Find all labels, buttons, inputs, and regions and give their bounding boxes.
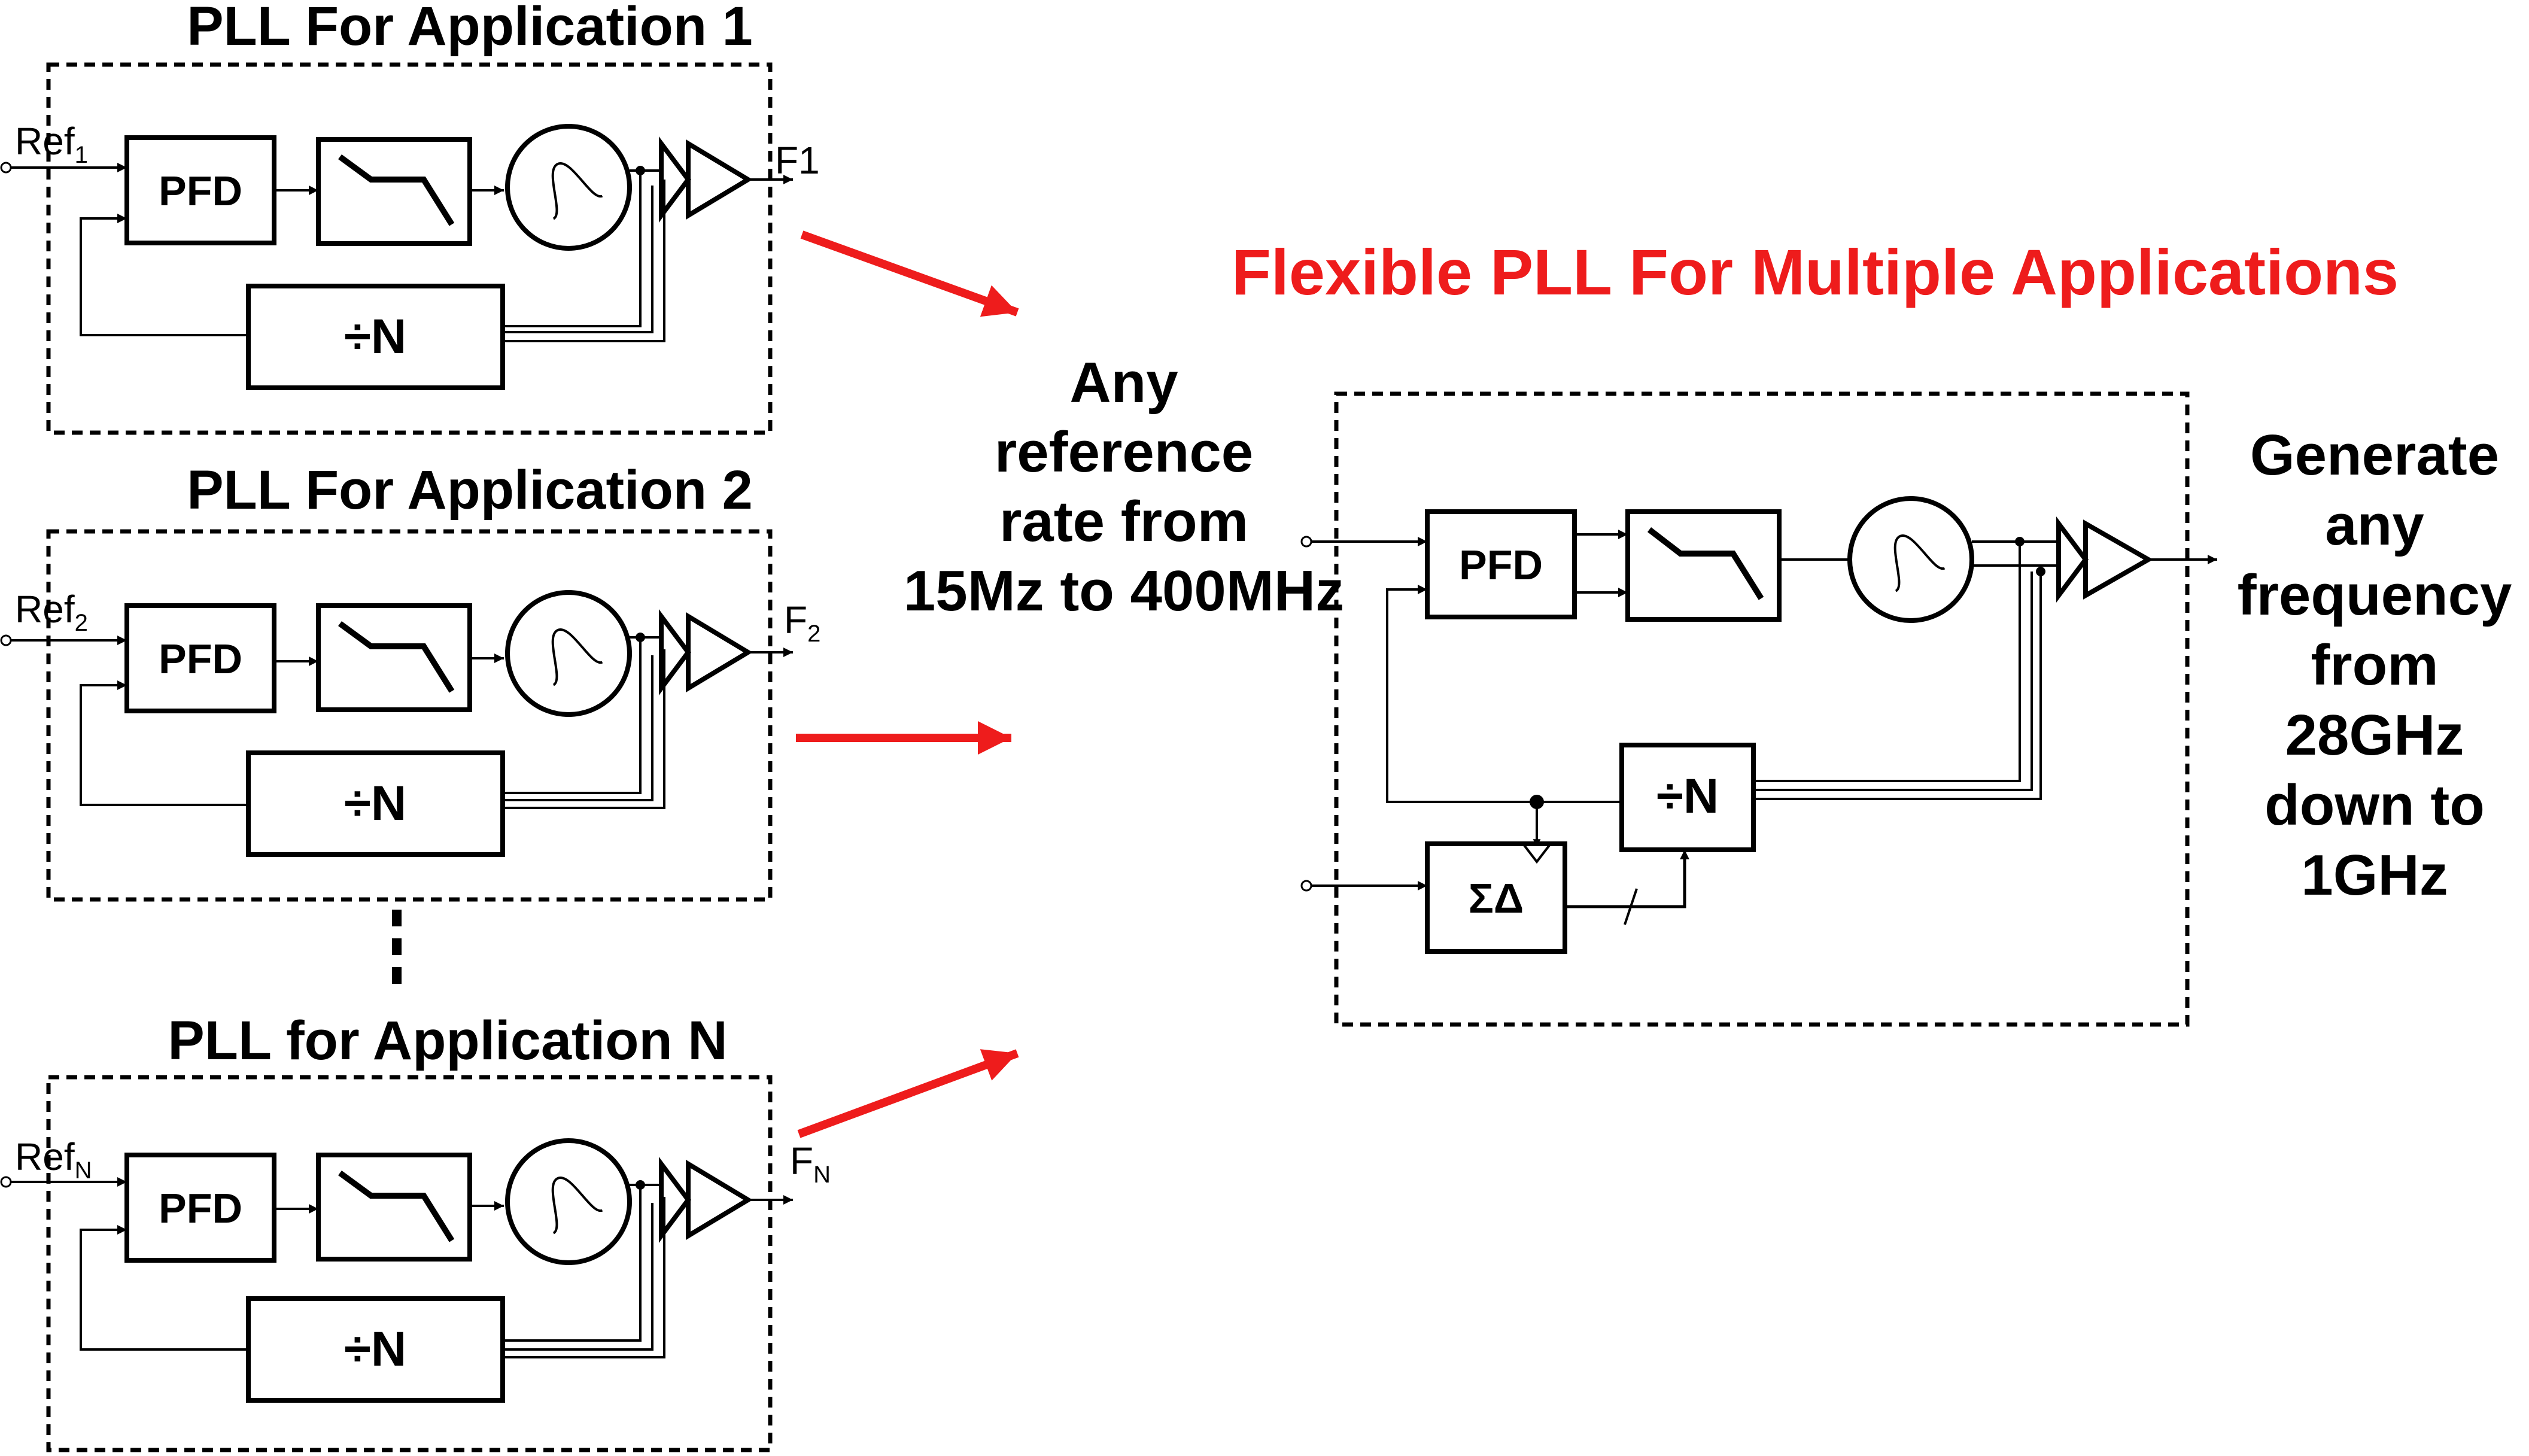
pll-n-divider-label: ÷N (344, 1322, 406, 1376)
loop-filter-icon (316, 137, 472, 246)
pll-n-ref-terminal (0, 1176, 12, 1188)
pll-2-title: PLL For Application 2 (187, 460, 753, 521)
pll-1-pfd-label: PFD (159, 168, 242, 214)
pll-1-title: PLL For Application 1 (187, 0, 753, 57)
bus-slash (1624, 888, 1638, 925)
vco-icon (505, 1138, 632, 1265)
input-description: Any reference rate from 15Mz to 400MHz (904, 351, 1344, 623)
output-description: Generate any frequency from 28GHz down t… (2238, 423, 2512, 907)
pll-1-ref-label: Ref1 (15, 120, 88, 168)
pll-n-ref-label: RefN (15, 1135, 92, 1184)
svg-text:28GHz: 28GHz (2285, 703, 2464, 767)
pll-2-ref-label: Ref2 (15, 588, 88, 636)
flexible-pll-boundary (1334, 391, 2190, 1027)
pll-1-out-label: F1 (775, 139, 820, 182)
buffer-amplifier-icon (659, 609, 753, 695)
flexible-pfd-label: PFD (1459, 542, 1543, 588)
pll-1-ref-terminal (0, 162, 12, 174)
pll-1-divider-block (246, 284, 505, 390)
pll-application-2: PLL For Application 2 Ref2 PFD F2 ÷N (0, 460, 820, 902)
flexible-ref-terminal (1300, 536, 1312, 548)
flexible-pll: Flexible PLL For Multiple Applications A… (904, 236, 2512, 1027)
buffer-amplifier-icon (659, 1157, 753, 1243)
flexible-sigma-delta-label: ΣΔ (1469, 875, 1524, 922)
pll-2-divider-label: ÷N (344, 776, 406, 831)
flexible-divider-block (1619, 743, 1756, 852)
svg-text:down to: down to (2264, 773, 2485, 837)
vco-icon (1847, 496, 1974, 623)
pll-2-out-label: F2 (784, 598, 820, 647)
pll-n-divider-block (246, 1296, 505, 1403)
pll-application-n: PLL for Application N RefN PFD FN ÷N (0, 1010, 831, 1452)
svg-text:Generate: Generate (2250, 423, 2499, 487)
buffer-amplifier-icon (2056, 516, 2154, 603)
vco-icon (505, 590, 632, 717)
pll-application-1: PLL For Application 1 Ref1 PFD F1 ÷N (0, 0, 820, 435)
svg-text:frequency: frequency (2238, 563, 2512, 627)
svg-text:from: from (2311, 633, 2438, 697)
flexible-divider-label: ÷N (1656, 769, 1719, 823)
pll-2-boundary (46, 529, 773, 902)
arrow-icon (796, 230, 1019, 1138)
flexible-sigma-delta-block (1425, 841, 1567, 954)
flexible-sd-terminal (1300, 880, 1312, 892)
pll-n-pfd-label: PFD (159, 1185, 242, 1232)
svg-text:15Mz to 400MHz: 15Mz to 400MHz (904, 559, 1344, 623)
svg-text:reference: reference (995, 420, 1253, 484)
svg-text:rate from: rate from (999, 490, 1248, 554)
buffer-amplifier-icon (659, 136, 753, 223)
ellipsis-dots (392, 910, 402, 984)
loop-filter-icon (316, 1153, 472, 1262)
svg-text:Any: Any (1069, 351, 1178, 415)
loop-filter-icon (1625, 509, 1782, 622)
flexible-pfd-block (1425, 509, 1577, 619)
pll-1-boundary (46, 62, 773, 435)
pll-2-ref-terminal (0, 634, 12, 646)
loop-filter-icon (316, 603, 472, 712)
svg-text:1GHz: 1GHz (2301, 843, 2448, 907)
pll-n-title: PLL for Application N (168, 1010, 727, 1071)
pll-2-pfd-label: PFD (159, 636, 242, 682)
svg-text:any: any (2325, 493, 2424, 557)
pll-n-boundary (46, 1075, 773, 1452)
flexible-pll-title: Flexible PLL For Multiple Applications (1232, 236, 2399, 308)
pll-n-out-label: FN (790, 1139, 831, 1188)
pll-n-pfd-block (124, 1153, 276, 1263)
pll-1-divider-label: ÷N (344, 309, 406, 364)
pll-2-divider-block (246, 750, 505, 857)
pll-2-pfd-block (124, 603, 276, 713)
vco-icon (505, 124, 632, 251)
